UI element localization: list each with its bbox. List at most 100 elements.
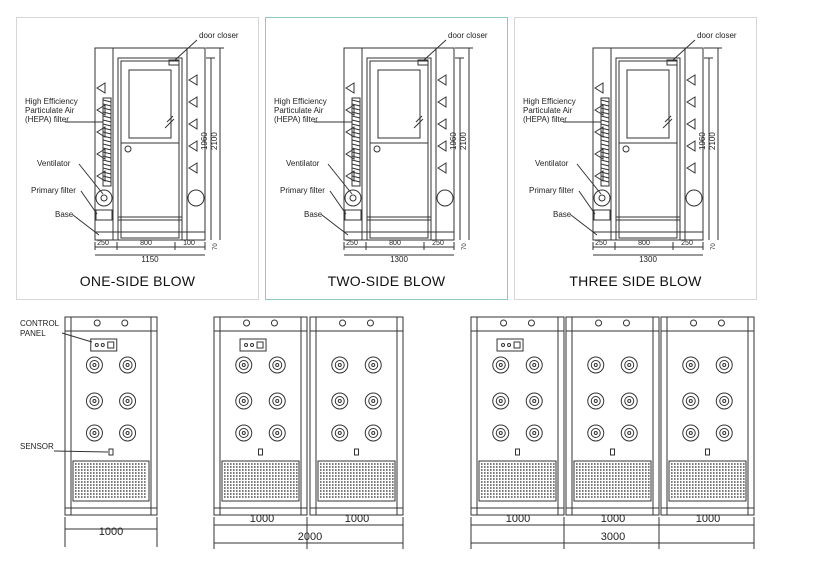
leader-line	[329, 190, 347, 215]
nozzle-icon	[268, 424, 286, 442]
hepa-pleat	[600, 171, 610, 175]
cabinet-unit	[64, 316, 158, 516]
nozzle-core-icon	[532, 363, 537, 367]
return-air-grille	[573, 460, 652, 502]
top-knob	[243, 319, 251, 327]
hepa-pleat	[102, 119, 112, 123]
bottom-dim-right: 250	[681, 240, 693, 247]
sensor-icon	[610, 448, 615, 456]
cabinet-unit	[213, 316, 308, 516]
width-dim: 1000	[250, 513, 274, 525]
nozzle-inner-icon	[238, 360, 249, 370]
panel-indicator	[501, 343, 506, 347]
hepa-filter-label: Particulate Air	[523, 106, 573, 115]
nozzle-core-icon	[125, 399, 130, 403]
cabinet-inner-frame	[315, 316, 398, 516]
air-nozzle	[437, 96, 447, 108]
nozzle-core-icon	[498, 363, 503, 367]
hepa-pleat	[102, 99, 112, 103]
nozzle-core-icon	[275, 431, 280, 435]
air-nozzle	[188, 140, 198, 152]
nozzle-icon	[525, 424, 543, 442]
nozzle-inner-icon	[495, 360, 506, 370]
top-knob	[527, 319, 535, 327]
return-air-grille	[221, 460, 300, 502]
glass-glint	[164, 118, 175, 129]
glass-glint	[166, 115, 174, 123]
leader-line	[80, 190, 98, 215]
nozzle-core-icon	[688, 363, 693, 367]
door-closer-body	[666, 59, 678, 66]
nozzle-icon	[331, 392, 349, 410]
nozzle-icon	[492, 356, 510, 374]
door-frame	[117, 57, 183, 241]
nozzle-inner-icon	[89, 396, 100, 406]
top-knob	[270, 319, 278, 327]
width-dim: 1000	[696, 513, 720, 525]
hepa-pleat	[351, 143, 361, 147]
ventilator-fan	[593, 189, 611, 207]
bottom-dim-middle: 800	[140, 240, 152, 247]
primary-filter	[593, 209, 611, 221]
nozzle-inner-icon	[529, 428, 540, 438]
air-nozzle	[594, 126, 604, 138]
glass-glint	[662, 118, 673, 129]
panel-indicator	[244, 343, 249, 347]
hepa-pleat	[102, 103, 112, 107]
hepa-pleat	[351, 147, 361, 151]
primary-filter-label: Primary filter	[31, 186, 76, 195]
base-label: Base	[55, 210, 74, 219]
nozzle-inner-icon	[624, 428, 635, 438]
height-outer-dim: 2100	[708, 132, 717, 150]
hepa-pleat	[102, 107, 112, 111]
leader-line	[423, 39, 447, 61]
cabinet-unit	[470, 316, 565, 516]
leader-line	[578, 190, 596, 215]
side-dim: 70	[462, 243, 468, 250]
nozzle-icon	[85, 356, 103, 374]
bottom-dim-right: 250	[432, 240, 444, 247]
hepa-pleat	[102, 171, 112, 175]
top-knob	[500, 319, 508, 327]
hepa-filter-label: (HEPA) filter	[25, 115, 69, 124]
width-dim: 1000	[506, 513, 530, 525]
nozzle-inner-icon	[685, 360, 696, 370]
nozzle-core-icon	[593, 399, 598, 403]
nozzle-inner-icon	[590, 396, 601, 406]
base-plinth	[343, 231, 455, 241]
hepa-filter-label: Particulate Air	[274, 106, 324, 115]
hepa-pleat	[102, 111, 112, 115]
nozzle-inner-icon	[238, 428, 249, 438]
sensor-icon	[108, 448, 114, 456]
hepa-filter	[600, 97, 610, 187]
ventilator-hub	[349, 194, 357, 202]
air-nozzle	[345, 126, 355, 138]
hepa-pleat	[351, 131, 361, 135]
hepa-pleat	[351, 99, 361, 103]
panel-indicator	[100, 343, 105, 347]
hepa-pleat	[351, 167, 361, 171]
air-nozzle	[188, 118, 198, 130]
air-nozzle	[686, 118, 696, 130]
air-nozzle	[686, 74, 696, 86]
control-panel	[496, 338, 524, 352]
nozzle-inner-icon	[122, 396, 133, 406]
panel-caption: ONE-SIDE BLOW	[79, 273, 196, 289]
nozzle-inner-icon	[495, 428, 506, 438]
ventilator-hub	[100, 194, 108, 202]
hepa-pleat	[102, 159, 112, 163]
width-dim: 1000	[345, 513, 369, 525]
return-air-grille	[668, 460, 747, 502]
nozzle-core-icon	[337, 431, 342, 435]
hepa-pleat	[102, 147, 112, 151]
door-closer-body	[168, 59, 180, 66]
nozzle-core-icon	[498, 431, 503, 435]
nozzle-inner-icon	[334, 396, 345, 406]
ventilator-fan	[685, 189, 703, 207]
air-nozzle	[345, 170, 355, 182]
leader-line	[576, 163, 602, 195]
nozzle-core-icon	[371, 431, 376, 435]
glass-glint	[413, 118, 424, 129]
nozzle-icon	[525, 392, 543, 410]
